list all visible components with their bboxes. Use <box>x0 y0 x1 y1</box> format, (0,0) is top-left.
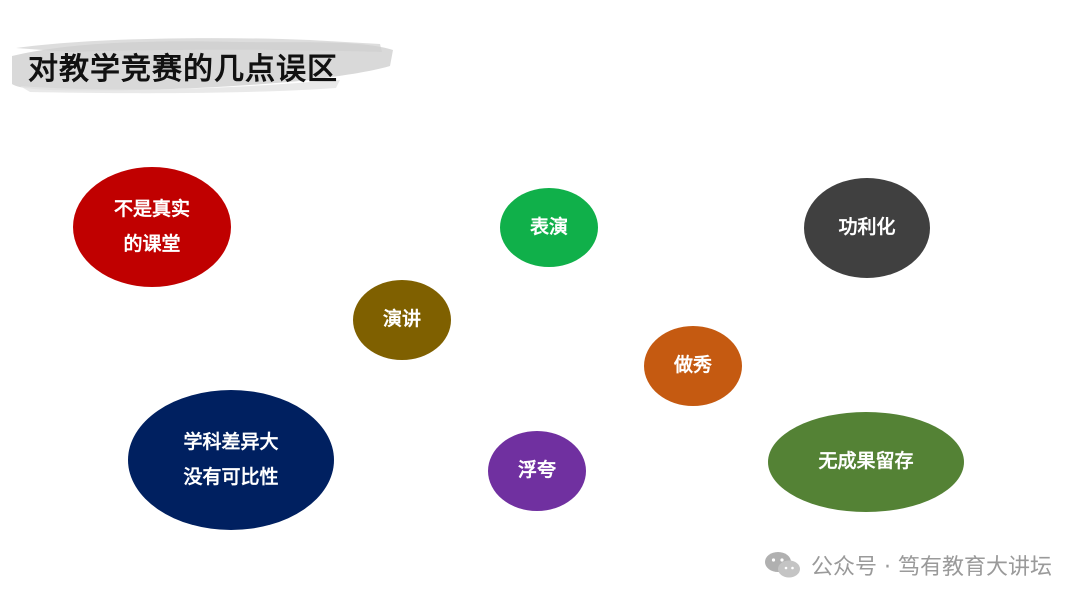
watermark: 公众号 · 笃有教育大讲坛 <box>763 548 1052 582</box>
bubble-not-real-classroom-line1: 不是真实 <box>113 197 190 220</box>
title-brush-background <box>12 38 393 94</box>
bubble-no-results: 无成果留存 <box>768 412 964 512</box>
slide-title: 对教学竞赛的几点误区 <box>28 52 338 87</box>
bubble-utilitarian: 功利化 <box>804 178 930 278</box>
bubble-exaggeration: 浮夸 <box>488 431 586 511</box>
bubble-subject-difference-line2: 没有可比性 <box>183 466 279 488</box>
bubble-no-results-label: 无成果留存 <box>818 450 914 473</box>
bubble-utilitarian-label: 功利化 <box>838 216 896 239</box>
bubble-subject-difference-line1: 学科差异大 <box>183 430 279 453</box>
watermark-text: 公众号 · 笃有教育大讲坛 <box>811 555 1052 580</box>
wechat-icon <box>765 552 801 578</box>
bubble-speech-label: 演讲 <box>382 308 421 331</box>
bubble-showing-off-label: 做秀 <box>673 354 712 377</box>
bubble-not-real-classroom-line2: 的课堂 <box>123 233 181 255</box>
bubble-not-real-classroom: 不是真实 的课堂 <box>73 167 231 287</box>
bubble-subject-difference: 学科差异大 没有可比性 <box>128 390 334 530</box>
bubble-speech: 演讲 <box>353 280 451 360</box>
bubble-showing-off: 做秀 <box>644 326 742 406</box>
bubble-acting-label: 表演 <box>529 215 568 238</box>
bubble-acting: 表演 <box>500 188 598 267</box>
bubble-exaggeration-label: 浮夸 <box>517 459 556 482</box>
